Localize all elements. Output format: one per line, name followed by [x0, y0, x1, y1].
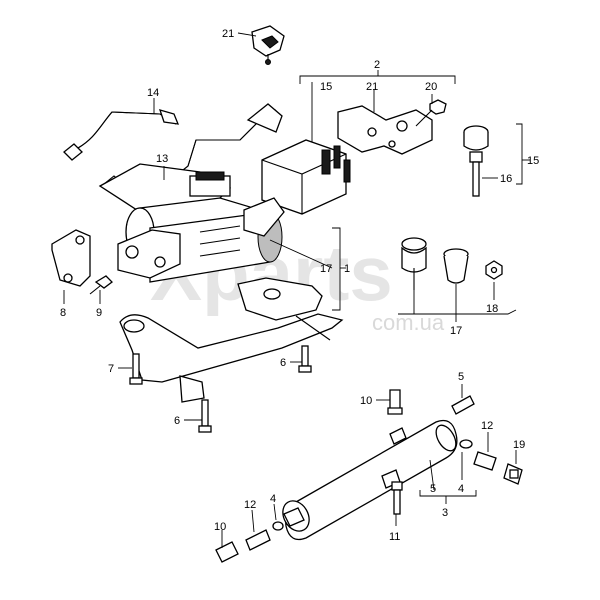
union-part-12a[interactable]	[473, 451, 497, 471]
rubber-mount-part-15[interactable]	[463, 125, 489, 151]
callout-18: 18	[486, 303, 498, 315]
bolt-part-9[interactable]	[89, 275, 113, 295]
bolt-part-6a[interactable]	[298, 345, 312, 373]
callout-1: 1	[344, 263, 350, 275]
callout-17-bottom: 17	[450, 325, 462, 337]
valve-part-19[interactable]	[503, 463, 523, 485]
callout-20: 20	[425, 81, 437, 93]
callout-21-bracket: 21	[366, 81, 378, 93]
air-reservoir-part-3[interactable]	[278, 419, 460, 541]
union-part-12b[interactable]	[245, 529, 271, 551]
callout-5-bottom: 5	[430, 483, 436, 495]
callout-7: 7	[108, 363, 114, 375]
air-hose-part-14[interactable]	[63, 109, 180, 161]
seal-part-4a[interactable]	[459, 439, 473, 449]
bolt-part-11[interactable]	[391, 481, 403, 515]
callout-6-left: 6	[174, 415, 180, 427]
callout-17-left: 17	[320, 263, 332, 275]
callout-21-top: 21	[222, 28, 234, 40]
callout-6-right: 6	[280, 357, 286, 369]
callout-11: 11	[389, 531, 400, 543]
vent-part-10a[interactable]	[387, 389, 403, 415]
callout-9: 9	[96, 307, 102, 319]
bracket-part-21[interactable]	[337, 105, 433, 155]
bracket-part-8[interactable]	[51, 229, 91, 287]
callout-4-right: 4	[458, 483, 464, 495]
callout-10-left: 10	[214, 521, 226, 533]
callout-10-top: 10	[360, 395, 372, 407]
compressor-assembly-part-1[interactable]	[98, 163, 285, 283]
callout-5-top: 5	[458, 371, 464, 383]
vent-part-10b[interactable]	[215, 541, 239, 563]
callout-19: 19	[513, 439, 525, 451]
callout-8: 8	[60, 307, 66, 319]
callout-2: 2	[374, 59, 380, 71]
callout-13: 13	[156, 153, 168, 165]
rubber-mount-part-17b[interactable]	[443, 248, 469, 284]
callout-4-left: 4	[270, 493, 276, 505]
seal-part-4b[interactable]	[272, 521, 284, 531]
callout-14: 14	[147, 87, 159, 99]
callouts: 21 2 15 21 20 14 13 15 16 17 1 8 9 18 17…	[60, 28, 539, 543]
connector-part-5a[interactable]	[451, 395, 475, 415]
bolt-part-6b[interactable]	[198, 399, 212, 433]
bolt-part-7[interactable]	[129, 353, 143, 385]
callout-12-right: 12	[481, 420, 493, 432]
rubber-mount-part-17a[interactable]	[401, 237, 427, 290]
leader-lines	[63, 32, 530, 548]
relay-block-part-15[interactable]	[261, 139, 351, 215]
carrier-frame[interactable]	[119, 277, 344, 403]
callout-15-right: 15	[527, 155, 539, 167]
callout-3: 3	[442, 507, 448, 519]
nut-part-18[interactable]	[485, 260, 503, 280]
bolt-part-20[interactable]	[415, 99, 447, 127]
callout-16: 16	[500, 173, 512, 185]
bolt-part-16[interactable]	[469, 151, 483, 197]
callout-12-left: 12	[244, 499, 256, 511]
callout-15-top: 15	[320, 81, 332, 93]
clip-part-21-top[interactable]	[251, 25, 285, 65]
